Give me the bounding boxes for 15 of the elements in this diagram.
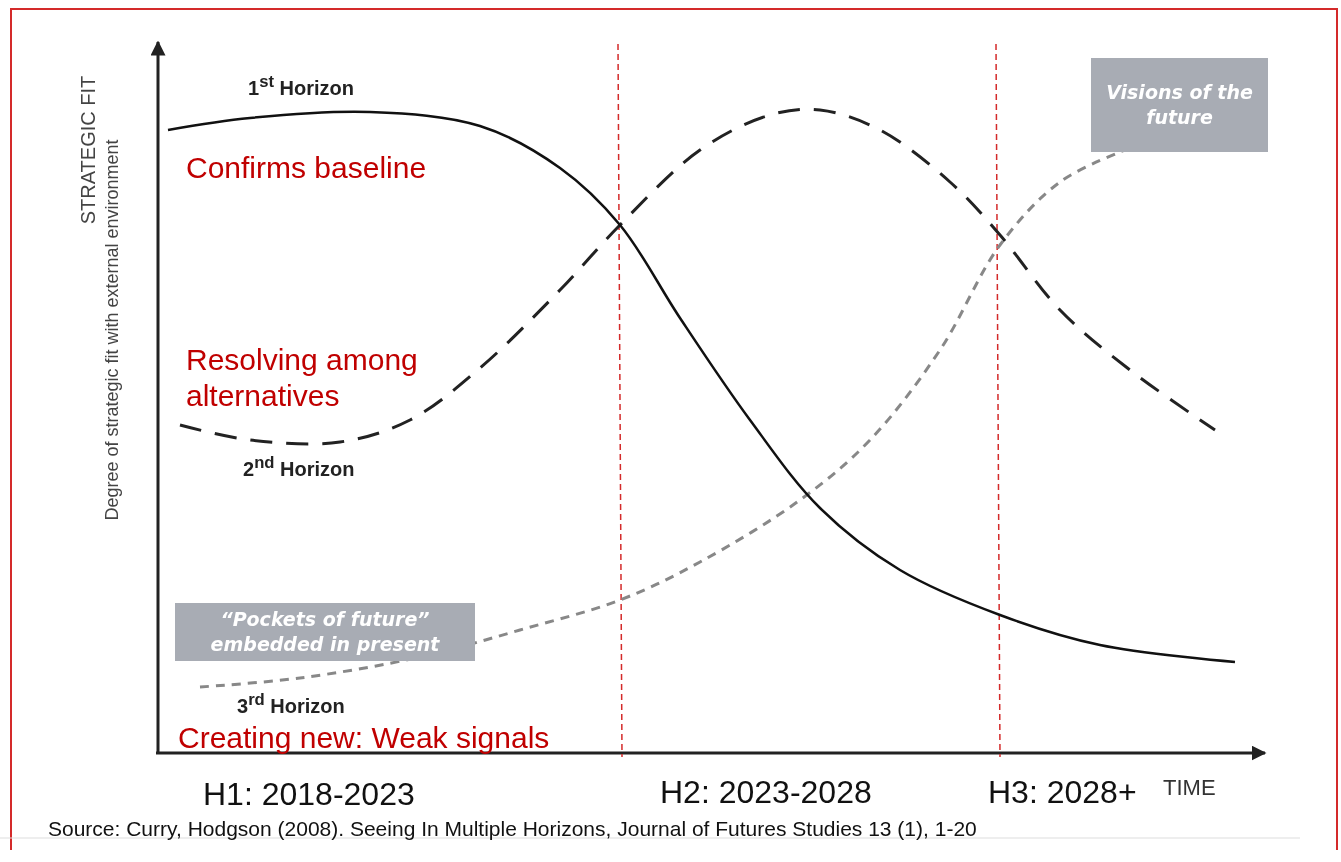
period-label: H1: 2018-2023 [203, 775, 415, 814]
annotation-text: Confirms baseline [186, 150, 427, 186]
callout-box: Visions of the future [1091, 58, 1268, 152]
curve-label: 1$^{st}$ Horizon [248, 72, 354, 100]
callout-box: “Pockets of future” embedded in present [175, 603, 475, 661]
axis-label: TIME [1163, 775, 1216, 802]
curve-label: 2$^{nd}$ Horizon [243, 453, 355, 481]
annotation-text: Creating new: Weak signals [178, 720, 550, 756]
axis-title: STRATEGIC FIT [76, 75, 100, 225]
curve-label: 3$^{rd}$ Horizon [237, 690, 345, 718]
axis-title: Degree of strategic fit with external environment [102, 139, 124, 521]
annotation-text: Resolving among alternatives [186, 342, 419, 414]
period-label: H3: 2028+ [988, 773, 1137, 812]
source-caption: Source: Curry, Hodgson (2008). Seeing In Multiple Horizons, Journal of Futures Studies 13 (1), 1-20 [48, 817, 977, 841]
period-label: H2: 2023-2028 [660, 773, 872, 812]
